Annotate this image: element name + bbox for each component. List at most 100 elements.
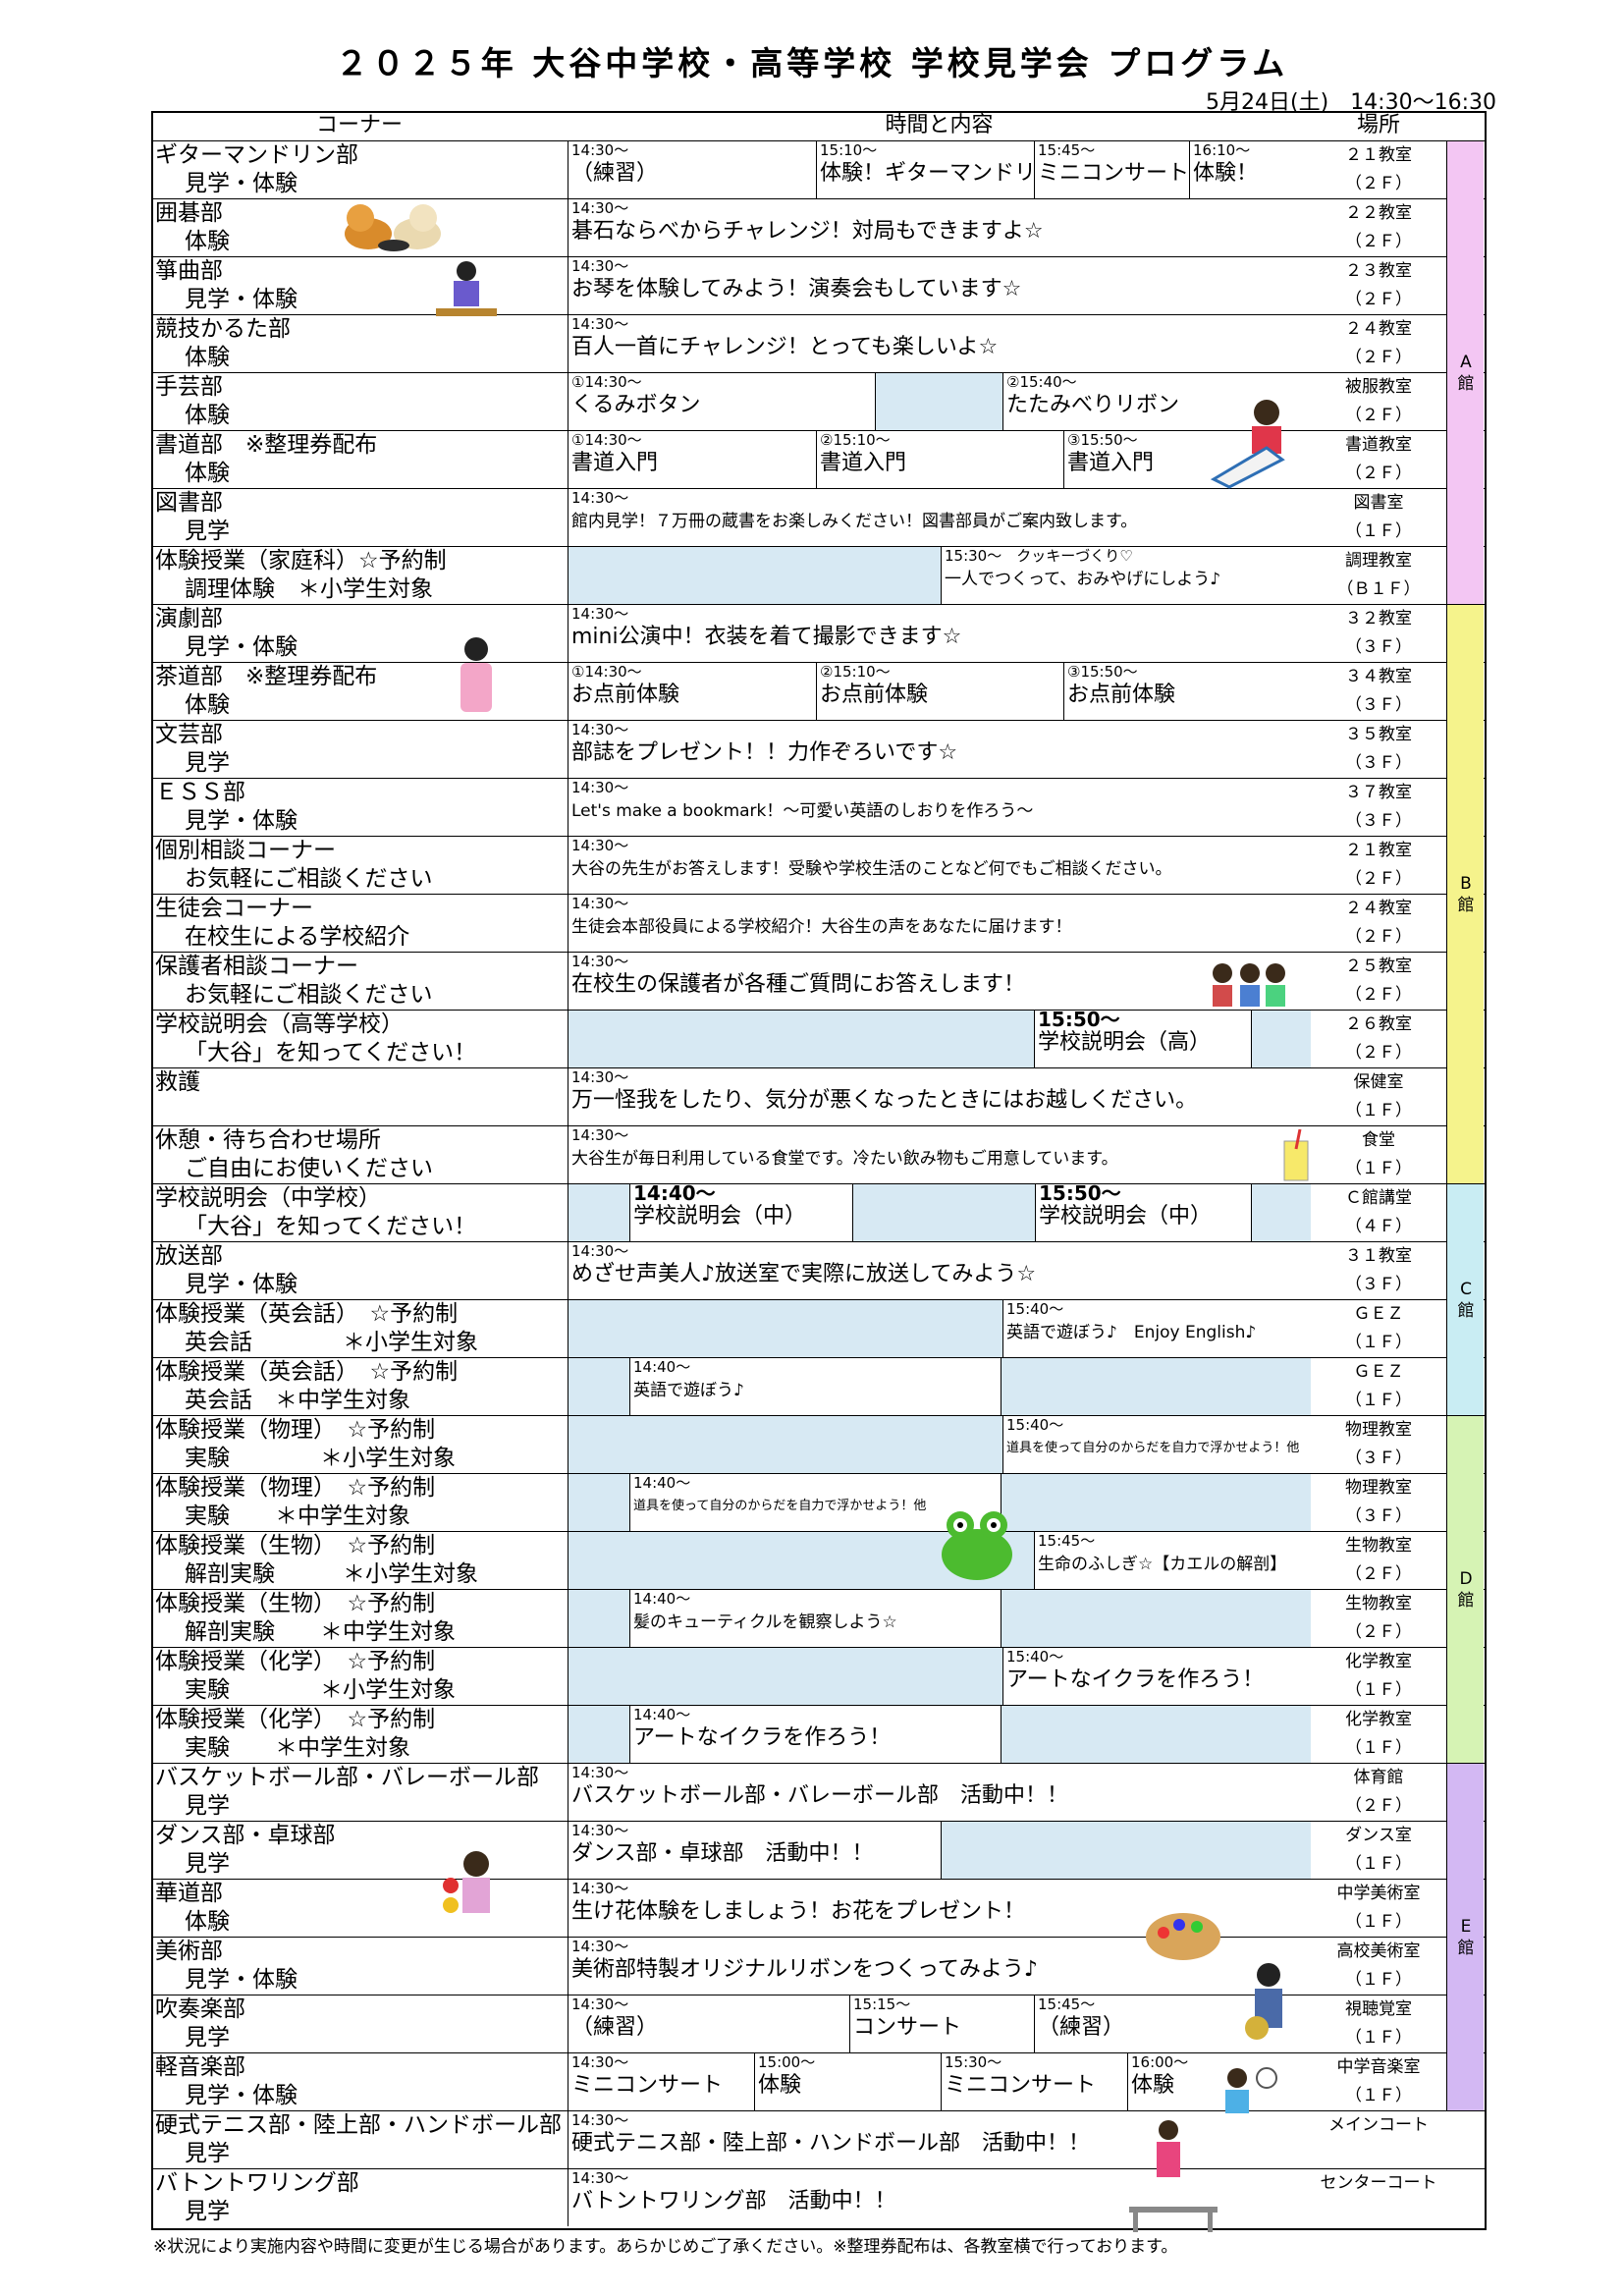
- corner-subtitle: 体験: [185, 345, 230, 370]
- room-label: ３５教室（３Ｆ）: [1311, 721, 1446, 778]
- corner-title: ギターマンドリン部: [155, 142, 358, 168]
- slot-content: 道具を使って自分のからだを自力で浮かせよう！他: [1006, 1441, 1300, 1455]
- corner-subtitle: 実験 ＊小学生対象: [185, 1677, 456, 1703]
- room-floor: （３Ｆ）: [1345, 695, 1412, 715]
- room-name: ２１教室: [1345, 841, 1412, 860]
- corner-title: 学校説明会（高等学校）: [155, 1011, 404, 1037]
- room-name: ２２教室: [1345, 203, 1412, 223]
- time-slot: 14:30〜バスケットボール部・バレーボール部 活動中！！: [568, 1764, 1311, 1821]
- time-slot: 14:40〜英語で遊ぼう♪: [629, 1358, 1001, 1415]
- room-name: 物理教室: [1345, 1420, 1412, 1440]
- room-name: 調理教室: [1345, 551, 1412, 571]
- time-slot: 15:40〜英語で遊ぼう♪ Enjoy English♪: [1002, 1300, 1311, 1357]
- room-floor: （１Ｆ）: [1345, 1333, 1412, 1352]
- slot-time: 15:00〜: [758, 2053, 816, 2071]
- room-name: 物理教室: [1345, 1478, 1412, 1498]
- slot-time: 14:30〜: [571, 1068, 629, 1086]
- room-label: ３１教室（３Ｆ）: [1311, 1242, 1446, 1299]
- slot-time: 14:30〜: [571, 2053, 629, 2071]
- room-name: ３２教室: [1345, 609, 1412, 629]
- time-slot: 14:30〜mini公演中！衣装を着て撮影できます☆: [568, 605, 1311, 662]
- header-place: 場所: [1356, 113, 1400, 137]
- slot-time: 14:40〜: [633, 1474, 691, 1492]
- room-floor: （３Ｆ）: [1345, 1506, 1412, 1526]
- room-label: ２３教室（２Ｆ）: [1311, 257, 1446, 314]
- corner-title: 演劇部: [155, 606, 223, 631]
- corner-subtitle: 体験: [185, 229, 230, 254]
- room-floor: （１Ｆ）: [1345, 1159, 1412, 1178]
- corner-title: 競技かるた部: [155, 316, 291, 342]
- slot-content: お点前体験: [1067, 683, 1176, 707]
- time-slot: [568, 1416, 1002, 1473]
- corner-subtitle: 見学・体験: [185, 634, 298, 660]
- header-time: 時間と内容: [885, 113, 994, 137]
- slot-content: 部誌をプレゼント！！力作ぞろいです☆: [571, 740, 958, 765]
- time-slot: 14:30〜碁石ならべからチャレンジ！対局もできますよ☆: [568, 199, 1311, 256]
- room-floor: （２Ｆ）: [1345, 1564, 1412, 1584]
- slot-content: ミニコンサート: [571, 2073, 724, 2098]
- room-label: 体育館（２Ｆ）: [1311, 1764, 1446, 1821]
- time-slot: ②15:10〜お点前体験: [816, 663, 1063, 720]
- slot-time: 14:30〜: [571, 953, 629, 970]
- room-name: ３４教室: [1345, 667, 1412, 686]
- time-slot: [568, 1011, 1034, 1067]
- room-label: 書道教室（２Ｆ）: [1311, 431, 1446, 488]
- room-floor: （２Ｆ）: [1345, 927, 1412, 947]
- slot-content: 生徒会本部役員による学校紹介！大谷生の声をあなたに届けます！: [571, 917, 1072, 937]
- slot-time: 15:50〜: [1039, 1184, 1121, 1205]
- time-slot: 15:15〜コンサート: [849, 1995, 1034, 2052]
- slot-time: 14:30〜: [571, 257, 629, 275]
- juice-illustration: [1283, 1129, 1309, 1181]
- slot-time: 14:30〜: [571, 895, 629, 912]
- slot-time: 14:30〜: [571, 2111, 629, 2129]
- building-name: E 館: [1457, 1916, 1475, 1958]
- slot-time: 14:30〜: [571, 2169, 629, 2187]
- corner-title: 学校説明会（中学校）: [155, 1185, 381, 1211]
- corner-title: 体験授業（生物） ☆予約制: [155, 1533, 436, 1558]
- corner-name: 体験授業（物理） ☆予約制実験 ＊中学生対象: [155, 1474, 568, 1531]
- parents-illustration: [1213, 963, 1285, 1007]
- slot-time: 14:30〜: [571, 1995, 629, 2013]
- corner-title: 休憩・待ち合わせ場所: [155, 1127, 381, 1153]
- room-label: ＧＥＺ（１Ｆ）: [1311, 1358, 1446, 1415]
- palette-illustration: [1146, 1913, 1220, 1960]
- corner-title: 硬式テニス部・陸上部・ハンドボール部: [155, 2112, 562, 2138]
- slot-content: （練習）: [571, 161, 659, 186]
- time-slot: 14:30〜めざせ声美人♪放送室で実際に放送してみよう☆: [568, 1242, 1311, 1299]
- slot-content: 体験！: [1193, 161, 1259, 186]
- header-corner: コーナー: [315, 113, 403, 137]
- corner-subtitle: 英会話 ＊中学生対象: [185, 1388, 410, 1413]
- corner-name: 学校説明会（高等学校）「大谷」を知ってください！: [155, 1011, 568, 1067]
- corner-title: 文芸部: [155, 722, 223, 747]
- time-slot: 14:40〜髪のキューティクルを観察しよう☆: [629, 1590, 1001, 1647]
- slot-content: ミニコンサート: [1038, 161, 1189, 186]
- slot-content: （練習）: [571, 2015, 659, 2040]
- corner-subtitle: お気軽にご相談ください: [185, 982, 433, 1008]
- corner-name: 図書部見学: [155, 489, 568, 546]
- corner-title: 救護: [155, 1069, 200, 1095]
- slot-content: 道具を使って自分のからだを自力で浮かせよう！他: [633, 1499, 927, 1513]
- slot-time: 15:50〜: [1038, 1011, 1120, 1031]
- slot-time: 15:10〜: [820, 141, 878, 159]
- building-name: D 館: [1457, 1568, 1475, 1611]
- corner-subtitle: 見学・体験: [185, 287, 298, 312]
- slot-time: 14:30〜: [571, 1822, 629, 1839]
- room-floor: （２Ｆ）: [1345, 1043, 1412, 1063]
- slot-content: 書道入門: [820, 451, 907, 475]
- corner-name: ＥＳＳ部見学・体験: [155, 779, 568, 836]
- corner-name: 軽音楽部見学・体験: [155, 2053, 568, 2110]
- corner-title: 華道部: [155, 1881, 223, 1906]
- corner-subtitle: 見学: [185, 2199, 230, 2224]
- room-label: ３４教室 （３Ｆ）: [1311, 663, 1446, 720]
- slot-content: 英語で遊ぼう♪: [633, 1381, 744, 1400]
- koto-player-illustration: [436, 261, 497, 316]
- time-slot: 14:30〜在校生の保護者が各種ご質問にお答えします！: [568, 953, 1311, 1010]
